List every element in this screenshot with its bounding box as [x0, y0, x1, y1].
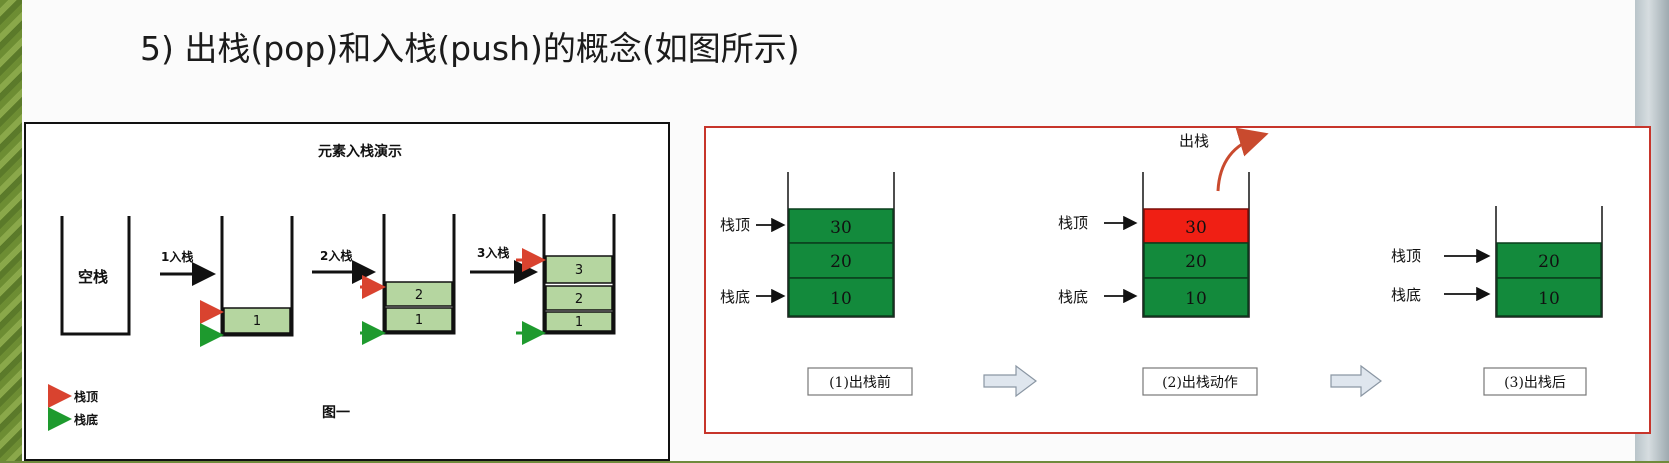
step-arrow-1	[983, 364, 1037, 398]
stack-1-cell-1	[223, 307, 291, 334]
left-decoration	[0, 0, 22, 461]
pop-curved-arrow	[1216, 128, 1269, 192]
figure1-caption: 图一	[322, 405, 350, 421]
push-1-label: 1入栈	[161, 249, 193, 264]
stack-3-container	[542, 214, 616, 335]
push-3-label: 3入栈	[477, 245, 509, 260]
stack-a-caption-box	[807, 367, 913, 396]
figure1-title: 元素入栈演示	[318, 143, 402, 160]
step-arrow-2	[1330, 364, 1382, 398]
pop-demo-diagram: 30 20 10 栈顶 栈底 (1)出栈前 30 20 10 栈顶 栈底 出栈	[720, 128, 1603, 398]
stack-2-cell-2-label: 2	[415, 288, 423, 303]
stack-a-value-bottom: 10	[830, 289, 852, 309]
stack-c-value-bottom: 10	[1538, 289, 1560, 309]
push-demo-figure: 元素入栈演示 空栈 1入栈 1 2入栈 1 2 3入栈	[24, 122, 670, 461]
stack-c-caption-box	[1483, 367, 1587, 396]
stack-3-cell-3	[545, 255, 613, 284]
stack-3-cell-3-label: 3	[575, 263, 583, 278]
stack-c-container	[1495, 206, 1603, 318]
stack-b-value-mid: 20	[1185, 252, 1207, 272]
stack-b-top-label: 栈顶	[1058, 214, 1088, 232]
stack-2-cell-1-label: 1	[415, 313, 423, 328]
stack-2-cell-2	[385, 281, 453, 307]
stack-a-cell-mid	[788, 242, 894, 279]
stack-a-top-label: 栈顶	[720, 216, 750, 234]
stack-3-cell-1	[545, 311, 613, 332]
stack-b-value-top: 30	[1185, 218, 1207, 238]
empty-stack-container	[60, 216, 131, 336]
stack-c-value-top: 20	[1538, 252, 1560, 272]
stack-c-top-label: 栈顶	[1391, 247, 1421, 265]
stack-a-cell-bottom	[788, 277, 894, 317]
stack-a-value-mid: 20	[830, 252, 852, 272]
slide: 5) 出栈(pop)和入栈(push)的概念(如图所示) 元素入栈演示 空栈 1…	[22, 0, 1651, 461]
stack-c-caption: (3)出栈后	[1504, 375, 1566, 391]
stack-c-bottom-label: 栈底	[1391, 286, 1421, 304]
stack-2-container	[382, 214, 456, 335]
push-2-label: 2入栈	[320, 248, 352, 263]
pop-demo-figure: 30 20 10 栈顶 栈底 (1)出栈前 30 20 10 栈顶 栈底 出栈	[704, 126, 1651, 434]
stack-b-caption-box	[1142, 367, 1258, 396]
push-demo-diagram: 元素入栈演示 空栈 1入栈 1 2入栈 1 2 3入栈	[48, 143, 616, 431]
stack-2-cell-1	[385, 307, 453, 332]
stack-b-cell-top-popping	[1143, 208, 1249, 244]
stack-c-cell-mid	[1496, 242, 1602, 279]
stack-a-value-top: 30	[830, 218, 852, 238]
pop-label: 出栈	[1179, 132, 1209, 150]
stack-3-cell-1-label: 1	[575, 315, 583, 330]
stack-a-caption: (1)出栈前	[829, 374, 891, 391]
stack-b-container	[1142, 172, 1250, 318]
stack-1-cell-1-label: 1	[253, 314, 261, 329]
stack-a-container	[787, 172, 895, 318]
empty-stack-label: 空栈	[78, 268, 108, 286]
slide-title: 5) 出栈(pop)和入栈(push)的概念(如图所示)	[140, 29, 800, 68]
stack-b-caption: (2)出栈动作	[1162, 375, 1238, 391]
stack-b-cell-bottom	[1143, 277, 1249, 317]
legend-top-label: 栈顶	[74, 389, 98, 404]
stack-b-value-bottom: 10	[1185, 289, 1207, 309]
stack-a-bottom-label: 栈底	[720, 288, 750, 306]
legend-bottom-label: 栈底	[74, 412, 98, 427]
stack-3-cell-2	[545, 285, 613, 311]
stack-3-cell-2-label: 2	[575, 292, 583, 307]
stack-c-cell-bottom	[1496, 277, 1602, 317]
stack-b-bottom-label: 栈底	[1058, 288, 1088, 306]
stack-1-container	[220, 216, 294, 337]
